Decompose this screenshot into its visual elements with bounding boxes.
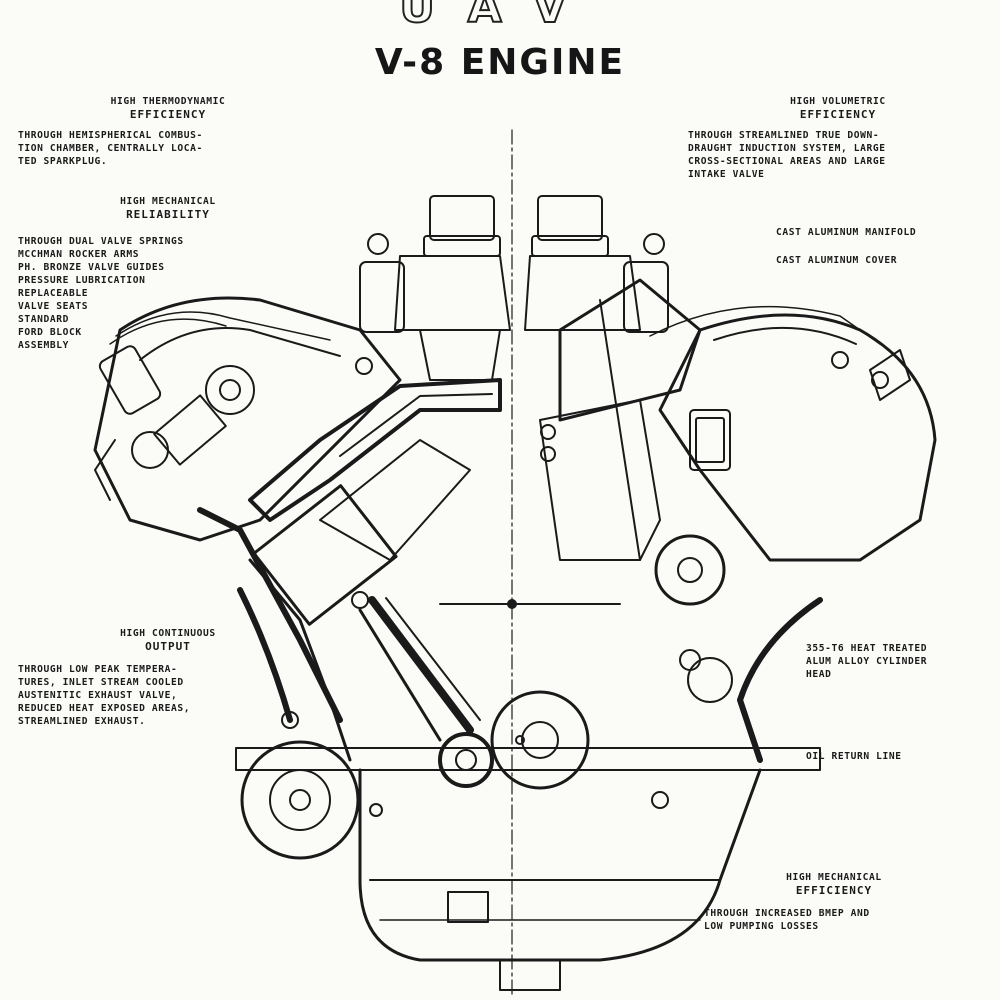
note-mechanical-efficiency-subheading: EFFICIENCY [795,884,873,897]
note-thermodynamic-body: THROUGH HEMISPHERICAL COMBUS- TION CHAMB… [18,130,203,167]
label-oil-return-line: OIL RETURN LINE [806,751,902,762]
note-output-body: THROUGH LOW PEAK TEMPERA- TURES, INLET S… [18,664,191,727]
intake-cover-right [558,278,702,422]
engine-mount-left [197,507,343,723]
page-title: V-8 ENGINE [374,42,626,83]
accessory-pulley-right [654,534,733,703]
cylinder-wall-left [248,558,352,762]
note-mechanical-efficiency: HIGH MECHANICAL EFFICIENCY THROUGH INCRE… [704,872,964,933]
note-volumetric-subheading: EFFICIENCY [799,108,877,121]
engine-mount-right [737,597,823,763]
note-volumetric-heading: HIGH VOLUMETRIC [790,96,886,107]
oil-return-line-left [115,311,331,341]
label-cast-aluminum-manifold: CAST ALUMINUM MANIFOLD [776,227,917,238]
note-output-subheading: OUTPUT [145,640,191,653]
connecting-rod-left [358,608,494,788]
title-top: UAV [398,0,601,34]
intake-manifold-left [248,378,502,522]
note-mechanical-efficiency-heading: HIGH MECHANICAL [786,872,882,883]
note-volumetric: HIGH VOLUMETRIC EFFICIENCY THROUGH STREA… [688,96,988,181]
oil-return-line-right [649,305,881,345]
note-thermodynamic-heading: HIGH THERMODYNAMIC [110,96,226,107]
note-reliability-subheading: RELIABILITY [126,208,210,221]
carburetor-left [359,195,511,381]
label-cast-aluminum-cover: CAST ALUMINUM COVER [776,255,898,266]
note-output: HIGH CONTINUOUS OUTPUT THROUGH LOW PEAK … [18,628,318,728]
note-thermodynamic-subheading: EFFICIENCY [129,108,207,121]
piston-left [252,484,481,734]
carburetor-right [524,195,669,333]
note-reliability: HIGH MECHANICAL RELIABILITY THROUGH DUAL… [18,196,318,352]
label-cylinder-head: 355-T6 HEAT TREATED ALUM ALLOY CYLINDER … [806,643,928,680]
note-thermodynamic: HIGH THERMODYNAMIC EFFICIENCY THROUGH HE… [18,96,318,168]
front-pulley-left [240,740,360,860]
note-mechanical-efficiency-body: THROUGH INCREASED BMEP AND LOW PUMPING L… [704,908,870,932]
note-output-heading: HIGH CONTINUOUS [120,628,216,639]
note-volumetric-body: THROUGH STREAMLINED TRUE DOWN- DRAUGHT I… [688,130,886,180]
note-reliability-heading: HIGH MECHANICAL [120,196,216,207]
valve-cover-right [658,313,937,562]
note-reliability-body: THROUGH DUAL VALVE SPRINGS MCCHMAN ROCKE… [18,236,184,351]
crankshaft [490,690,590,790]
engine-block-lower [235,747,821,771]
